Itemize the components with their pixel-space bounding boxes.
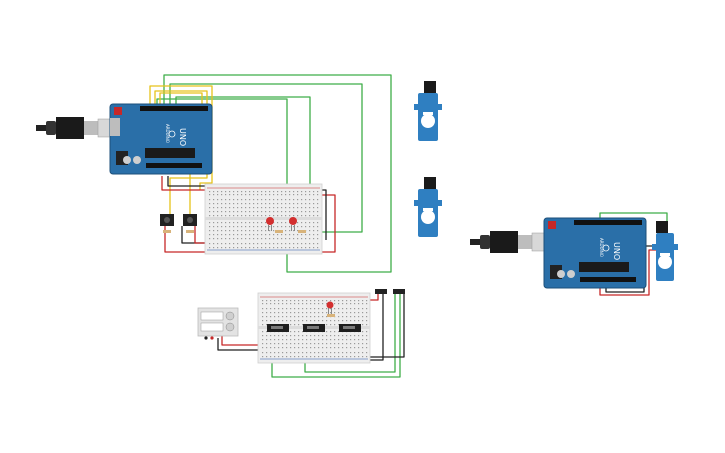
servo-motor-icon[interactable]: [414, 81, 442, 141]
usb-plug-icon[interactable]: [36, 117, 113, 139]
usb-plug-icon[interactable]: [470, 231, 547, 253]
infinity-logo-icon: [168, 130, 176, 138]
board-brand-label: ARDUINO: [599, 238, 604, 257]
arduino-board-1[interactable]: UNO ARDUINO: [109, 103, 213, 175]
board-model-label: UNO: [178, 128, 187, 146]
led-icon[interactable]: [326, 301, 334, 315]
board-model-label: UNO: [612, 242, 621, 260]
ic-chip-icon[interactable]: [303, 324, 325, 332]
reset-button[interactable]: [548, 221, 556, 229]
led-icon[interactable]: [289, 217, 297, 231]
arduino-board-2[interactable]: UNO ARDUINO: [543, 217, 647, 289]
board-brand-label: ARDUINO: [165, 124, 170, 143]
ic-chip-icon[interactable]: [267, 324, 289, 332]
header-connector[interactable]: [375, 289, 405, 294]
resistor[interactable]: [298, 230, 306, 233]
resistor[interactable]: [327, 314, 335, 317]
wire-green[interactable]: [271, 294, 401, 378]
wire-green[interactable]: [304, 294, 396, 373]
led-icon[interactable]: [266, 217, 274, 231]
resistor[interactable]: [163, 230, 171, 233]
wire-black[interactable]: [167, 176, 205, 187]
wire-black[interactable]: [217, 338, 258, 351]
wire-red[interactable]: [221, 335, 258, 346]
power-supply-icon[interactable]: [197, 307, 239, 340]
resistor[interactable]: [186, 230, 194, 233]
ic-chip-icon[interactable]: [339, 324, 361, 332]
wire-green[interactable]: [156, 74, 392, 273]
wire-red[interactable]: [161, 176, 205, 191]
servo-motor-icon[interactable]: [652, 221, 678, 281]
wire-red[interactable]: [164, 194, 336, 253]
wire-black[interactable]: [370, 294, 384, 361]
pushbutton-icon[interactable]: [160, 214, 174, 226]
resistor[interactable]: [275, 230, 283, 233]
infinity-logo-icon: [602, 244, 610, 252]
pushbutton-icon[interactable]: [183, 214, 197, 226]
reset-button[interactable]: [114, 107, 122, 115]
servo-motor-icon[interactable]: [414, 177, 442, 237]
breadboard-1[interactable]: [204, 183, 323, 255]
